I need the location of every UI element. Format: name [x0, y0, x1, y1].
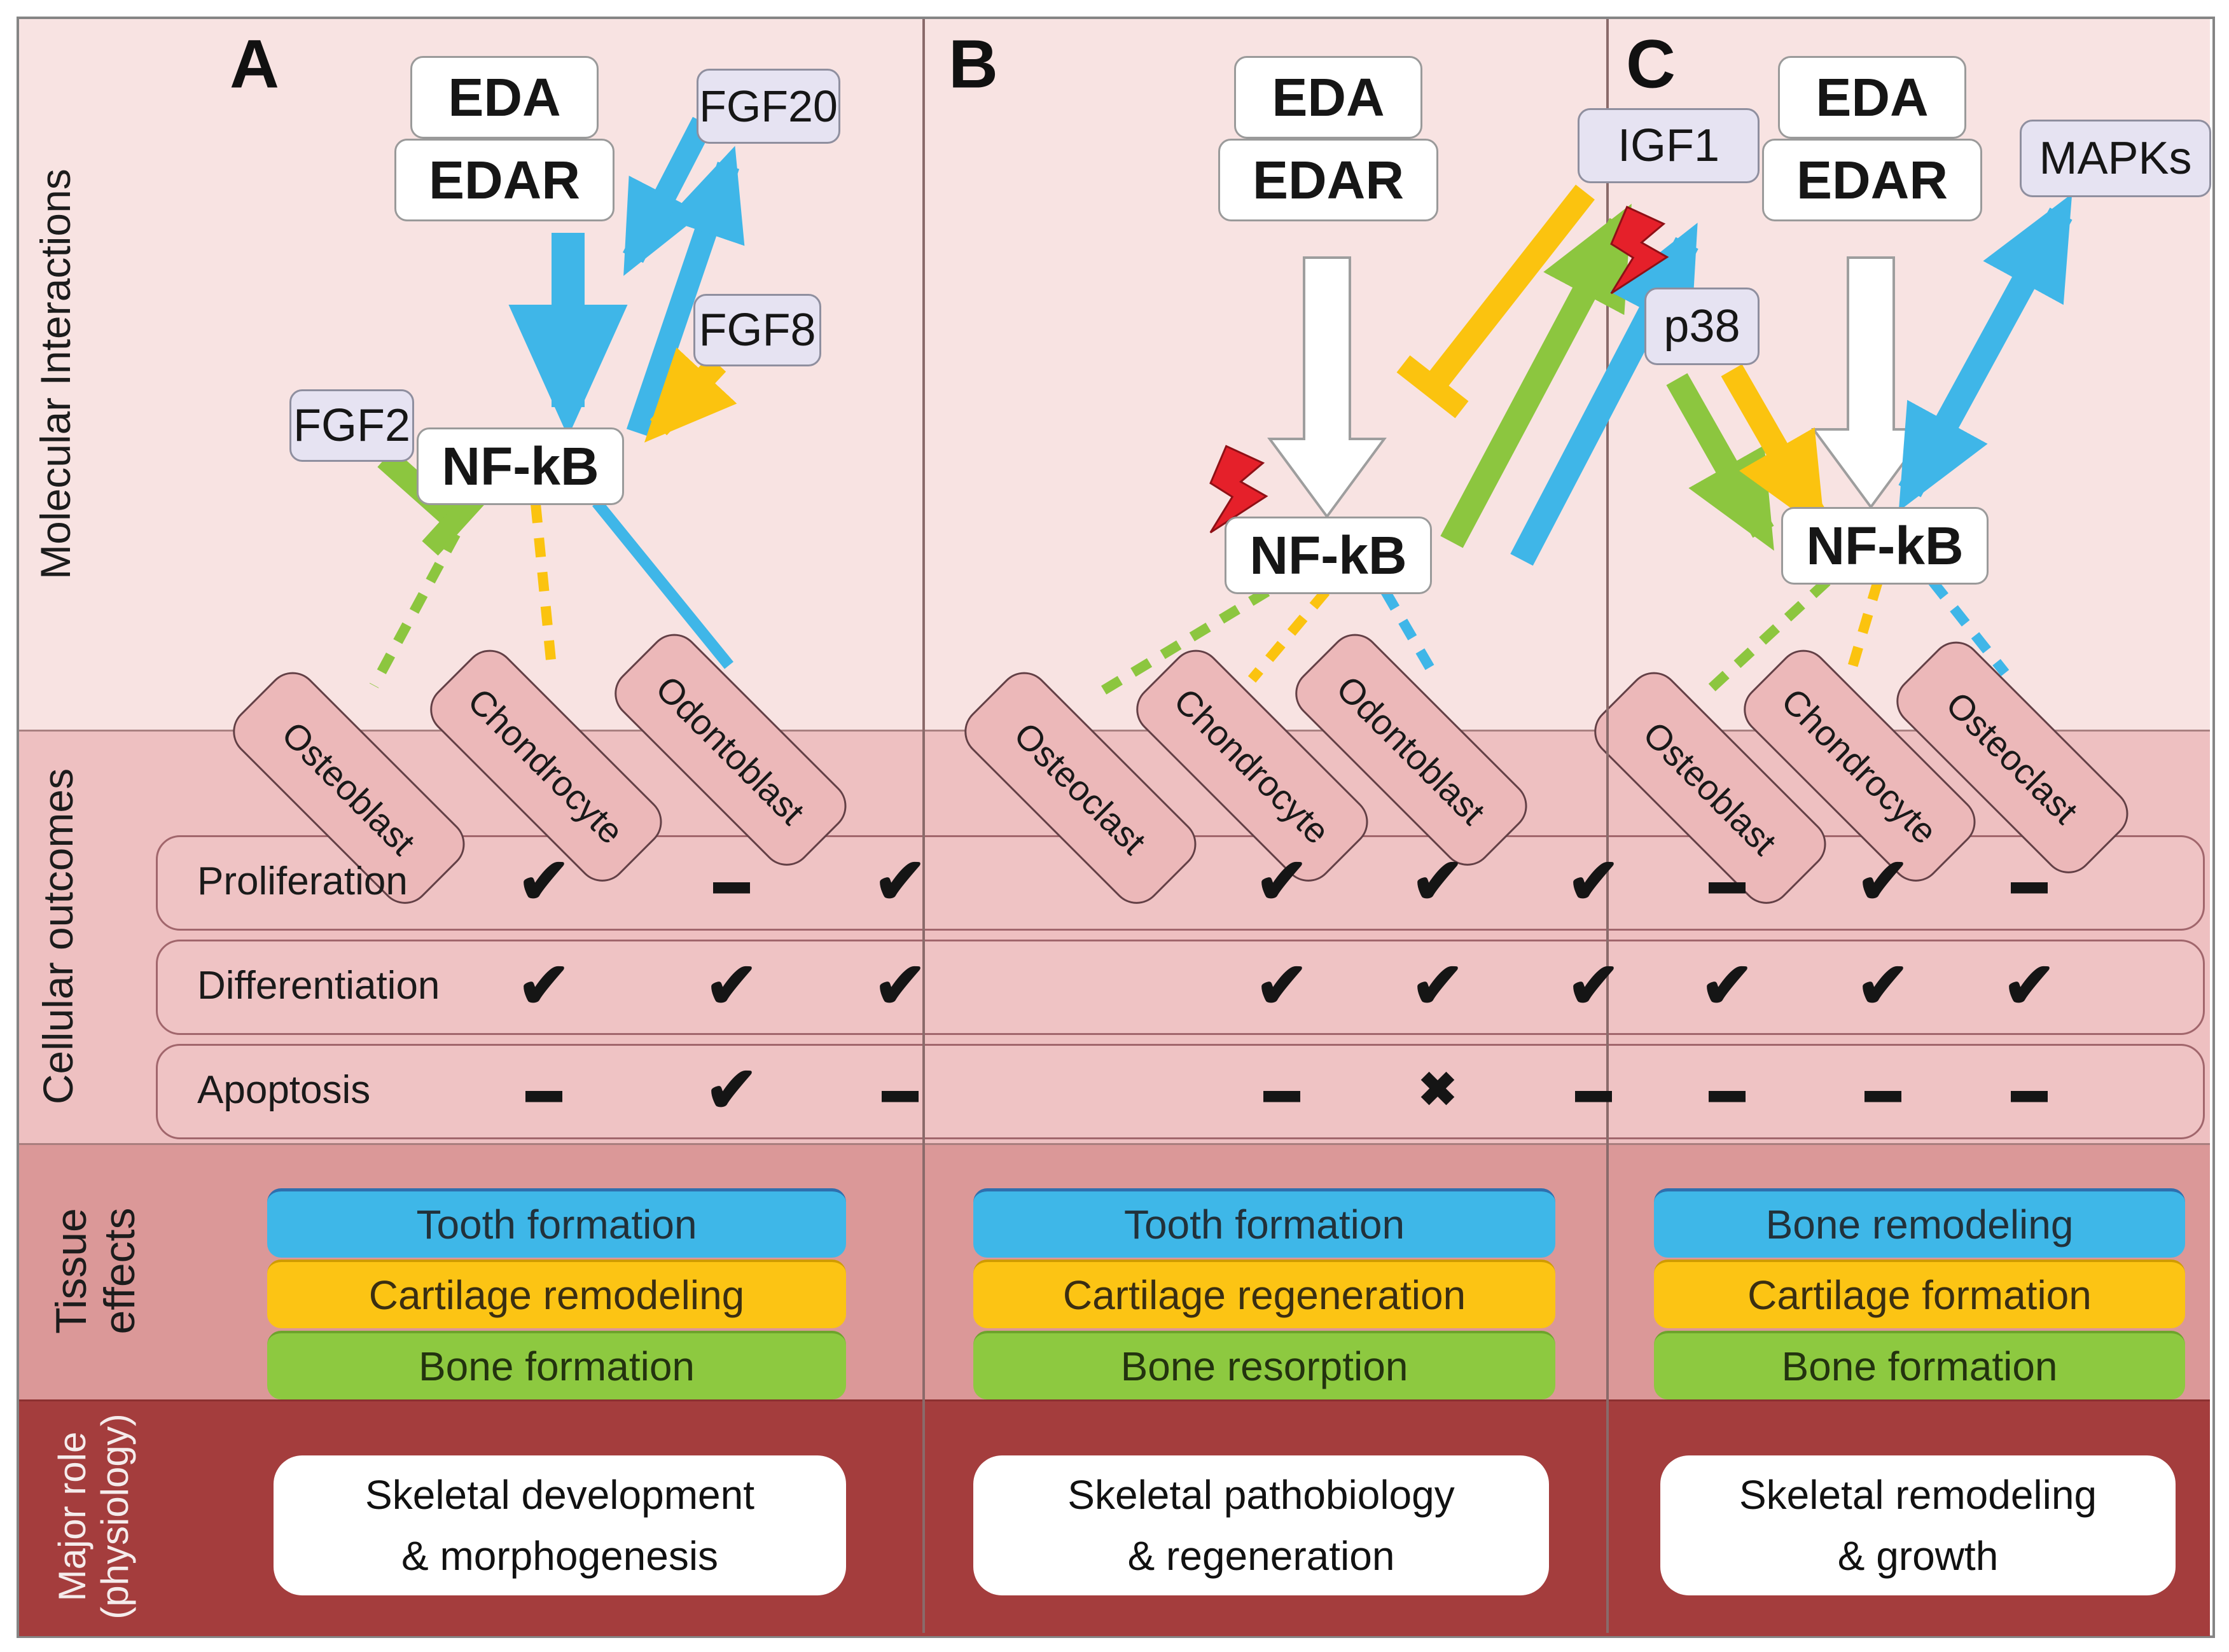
- sidebar-text: (physiology): [94, 1413, 136, 1620]
- outcome-mark: ✔: [1411, 950, 1464, 1022]
- tissue-bar-green-a: Bone formation: [267, 1331, 846, 1399]
- panel-divider-bc: [1606, 19, 1609, 1633]
- outcome-mark: ✔: [1856, 845, 1910, 917]
- outcome-mark: ✔: [1567, 950, 1620, 1022]
- outcome-mark: ✔: [1255, 845, 1309, 917]
- outcome-mark: ▬: [1575, 1069, 1612, 1111]
- outcome-mark: ✔: [2003, 950, 2056, 1022]
- sidebar-text: Cellular outcomes: [34, 768, 82, 1105]
- outcome-mark: ✔: [517, 845, 571, 917]
- tissue-bar-yellow-b: Cartilage regeneration: [973, 1260, 1555, 1328]
- node-edar-c: EDAR: [1762, 139, 1982, 221]
- outcome-mark: ▬: [1709, 1069, 1746, 1111]
- node-eda-c: EDA: [1778, 56, 1966, 139]
- sidebar-text: Tissue: [46, 1208, 95, 1334]
- row-label-differentiation: Differentiation: [197, 963, 440, 1008]
- major-role-line: & growth: [1837, 1533, 1999, 1579]
- node-nfkb-a: NF-kB: [417, 427, 624, 505]
- outcome-mark: ▬: [882, 1069, 919, 1111]
- outcome-mark: ▬: [2011, 1069, 2048, 1111]
- node-nfkb-c: NF-kB: [1781, 507, 1989, 585]
- node-p38: p38: [1644, 288, 1760, 365]
- tissue-bar-blue-a: Tooth formation: [267, 1188, 846, 1258]
- outcome-mark: ✔: [705, 950, 758, 1022]
- outcome-mark: ▬: [1263, 1069, 1300, 1111]
- node-edar-a: EDAR: [394, 139, 615, 221]
- sidebar-label-molecular-interactions: Molecular Interactions: [32, 169, 80, 580]
- node-eda-a: EDA: [410, 56, 599, 139]
- node-fgf8: FGF8: [693, 294, 821, 366]
- outcome-mark: ✔: [1856, 950, 1910, 1022]
- tissue-bar-yellow-a: Cartilage remodeling: [267, 1260, 846, 1328]
- outcome-mark: ✔: [705, 1054, 758, 1126]
- panel-a-letter: A: [230, 25, 279, 102]
- tissue-bar-blue-c: Bone remodeling: [1654, 1188, 2185, 1258]
- node-fgf2: FGF2: [289, 389, 414, 462]
- tissue-bar-green-c: Bone formation: [1654, 1331, 2185, 1399]
- major-role-line: Skeletal development: [365, 1472, 754, 1518]
- outcome-mark: ✖: [1417, 1063, 1458, 1116]
- node-igf1: IGF1: [1578, 108, 1760, 183]
- sidebar-text: Major role: [50, 1431, 94, 1602]
- row-label-apoptosis: Apoptosis: [197, 1067, 371, 1112]
- major-role-line: & morphogenesis: [401, 1533, 719, 1579]
- major-role-line: Skeletal pathobiology: [1067, 1472, 1455, 1518]
- sidebar-text: Molecular Interactions: [32, 169, 80, 580]
- outcome-mark: ✔: [1411, 845, 1464, 917]
- outcome-mark: ▬: [525, 1069, 562, 1111]
- tissue-bar-green-b: Bone resorption: [973, 1331, 1555, 1399]
- major-role-line: & regeneration: [1127, 1533, 1395, 1579]
- panel-divider-ab: [922, 19, 925, 1633]
- figure-frame: [17, 17, 2215, 1638]
- outcome-mark: ✔: [873, 845, 927, 917]
- node-fgf20: FGF20: [697, 69, 840, 144]
- node-eda-b: EDA: [1234, 56, 1422, 139]
- outcome-mark: ✔: [517, 950, 571, 1022]
- outcome-mark: ✔: [1567, 845, 1620, 917]
- major-role-box-b: Skeletal pathobiology & regeneration: [973, 1455, 1549, 1595]
- outcome-mark: ✔: [873, 950, 927, 1022]
- panel-b-letter: B: [948, 25, 998, 102]
- outcome-row-apoptosis: [156, 1044, 2205, 1139]
- node-edar-b: EDAR: [1218, 139, 1438, 221]
- outcome-mark: ✔: [1700, 950, 1754, 1022]
- major-role-box-c: Skeletal remodeling & growth: [1660, 1455, 2176, 1595]
- sidebar-label-major-role: Major role(physiology): [51, 1413, 136, 1619]
- row-label-proliferation: Proliferation: [197, 859, 408, 903]
- panel-c-letter: C: [1626, 25, 1676, 102]
- tissue-bar-blue-b: Tooth formation: [973, 1188, 1555, 1258]
- node-mapks: MAPKs: [2020, 120, 2211, 197]
- outcome-mark: ▬: [1709, 860, 1746, 902]
- outcome-row-differentiation: [156, 940, 2205, 1035]
- outcome-mark: ▬: [713, 860, 750, 902]
- major-role-box-a: Skeletal development & morphogenesis: [274, 1455, 846, 1595]
- outcome-mark: ▬: [1864, 1069, 1901, 1111]
- sidebar-text: effects: [95, 1207, 144, 1335]
- node-nfkb-b: NF-kB: [1225, 517, 1432, 594]
- sidebar-label-cellular-outcomes: Cellular outcomes: [34, 768, 82, 1105]
- outcome-mark: ✔: [1255, 950, 1309, 1022]
- tissue-bar-yellow-c: Cartilage formation: [1654, 1260, 2185, 1328]
- major-role-line: Skeletal remodeling: [1739, 1472, 2097, 1518]
- outcome-mark: ▬: [2011, 860, 2048, 902]
